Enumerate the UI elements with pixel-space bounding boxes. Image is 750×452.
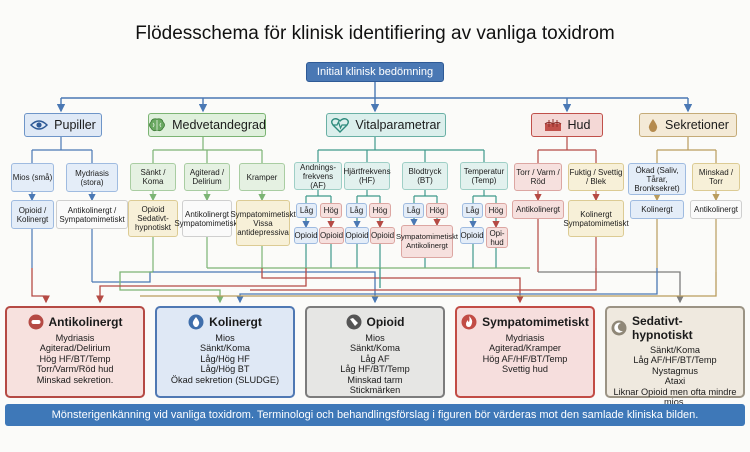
toxidrome-line: Hög AF/HF/BT/Temp [482, 353, 568, 364]
skin-icon [544, 118, 562, 132]
node-minskad-torr: Minskad / Torr [692, 163, 740, 191]
bt-lag: Låg [403, 203, 424, 218]
node-andningsfrekvens: Andnings-frekvens (AF) [294, 162, 342, 190]
result-bt: Sympatomimetiskt Antikolinergt [396, 225, 458, 258]
pill-icon [28, 314, 44, 330]
heart-pulse-icon [331, 117, 350, 133]
result-torr: Antikolinergt [512, 200, 564, 219]
node-blodtryck: Blodtryck (BT) [402, 162, 448, 190]
category-hud: Hud [531, 113, 603, 137]
toxidrome-line: Ataxi [664, 376, 686, 387]
category-medvetandegrad: Medvetandegrad [148, 113, 266, 137]
result-fuktig: Kolinergt Sympatomimetiskt [563, 200, 629, 237]
toxidrome-title: Opioid [366, 315, 405, 329]
category-label: Vitalparametrar [355, 118, 441, 132]
toxidrome-line: Minskad sekretion. [36, 374, 114, 385]
toxidrome-title: Sympatomimetiskt [482, 315, 589, 329]
toxidrome-line: Torr/Varm/Röd hud [36, 364, 114, 375]
result-af-hog: Opioid [319, 227, 344, 244]
droplet-icon [188, 314, 204, 330]
result-af-lag: Opioid [294, 227, 318, 244]
node-temperatur: Temperatur (Temp) [460, 162, 508, 190]
temp-lag: Låg [462, 203, 483, 218]
result-kramper: Sympatomimetiskt Vissa antidepressiva [230, 200, 296, 246]
result-hf-hog: Opioid [370, 227, 395, 244]
toxidrome-line: Sänkt/Koma [349, 343, 401, 354]
category-label: Medvetandegrad [172, 118, 266, 132]
pill-icon [346, 314, 362, 330]
category-label: Pupiller [54, 118, 96, 132]
toxidrome-line: Låg/Hög BT [200, 364, 250, 375]
node-mios: Mios (små) [11, 163, 54, 192]
toxidrome-line: Mios [215, 333, 235, 343]
footer-note: Mönsterigenkänning vid vanliga toxidrom.… [5, 404, 745, 426]
result-mios: Opioid / Kolinergt [11, 200, 54, 229]
result-temp-hog: Opi-hud [486, 227, 508, 248]
result-agiterad: Antikolinergt Sympatomimetiskt [174, 200, 240, 237]
toxidrome-line: Minskad tarm [347, 374, 403, 385]
hf-lag: Låg [346, 203, 367, 218]
toxidrome-sedativt-hypnotiskt: Sedativt-hypnotiskt Sänkt/Koma Låg AF/HF… [605, 306, 745, 407]
hf-hog: Hög [369, 203, 391, 218]
droplet-icon [647, 118, 659, 133]
toxidrome-opioid: Opioid Mios Sänkt/Koma Låg AF Låg HF/BT/… [305, 306, 445, 398]
category-label: Hud [567, 118, 591, 132]
result-minskad: Antikolinergt [690, 200, 742, 219]
toxidrome-line: Hög HF/BT/Temp [39, 353, 111, 364]
root-node: Initial klinisk bedömning [306, 62, 444, 82]
bt-hog: Hög [426, 203, 448, 218]
result-okad: Kolinergt [630, 200, 684, 219]
toxidrome-line: Sänkt/Koma [199, 343, 251, 354]
temp-hog: Hög [485, 203, 507, 218]
toxidrome-title: Kolinergt [209, 315, 262, 329]
af-hog: Hög [320, 203, 342, 218]
toxidrome-title: Sedativt-hypnotiskt [632, 314, 693, 342]
toxidrome-line: Låg AF/HF/BT/Temp [633, 355, 717, 366]
node-torr-varm-rod: Torr / Varm / Röd [514, 163, 562, 191]
flame-icon [461, 314, 477, 330]
toxidrome-line: Agiterad/Delirium [39, 343, 111, 354]
toxidrome-line: Mydriasis [505, 333, 545, 343]
node-agiterad: Agiterad / Delirium [184, 163, 230, 191]
result-temp-lag: Opioid [460, 227, 484, 244]
af-lag: Låg [296, 203, 317, 218]
node-fuktig-svettig-blek: Fuktig / Svettig / Blek [568, 163, 624, 191]
result-mydriasis: Antikolinergt / Sympatomimetiskt [56, 200, 128, 229]
toxidrome-line: Låg HF/BT/Temp [340, 364, 410, 375]
category-vitalparametrar: Vitalparametrar [326, 113, 446, 137]
node-okad: Ökad (Saliv, Tårar, Bronksekret) [628, 163, 686, 195]
toxidrome-line: Låg AF [360, 353, 390, 364]
toxidrome-line: Nystagmus [652, 365, 698, 376]
toxidrome-kolinergt: Kolinergt Mios Sänkt/Koma Låg/Hög HF Låg… [155, 306, 295, 398]
toxidrome-line: Ökad sekretion (SLUDGE) [170, 374, 280, 385]
toxidrome-line: Agiterad/Kramper [488, 343, 561, 354]
node-hjartfrekvens: Hjärtfrekvens (HF) [343, 162, 391, 190]
toxidrome-line: Mios [365, 333, 385, 343]
toxidrome-line: Liknar Opioid men ofta mindre mios. [613, 386, 737, 408]
toxidrome-line: Svettig hud [502, 364, 548, 375]
toxidrome-line: Låg/Hög HF [200, 353, 250, 364]
category-pupiller: Pupiller [24, 113, 102, 137]
brain-icon [148, 118, 166, 132]
page-title: Flödesschema för klinisk identifiering a… [135, 23, 615, 44]
category-sekretioner: Sekretioner [639, 113, 737, 137]
toxidrome-line: Stickmärken [349, 385, 401, 396]
node-mydriasis: Mydriasis (stora) [66, 163, 118, 192]
toxidrome-line: Mydriasis [55, 333, 95, 343]
node-kramper: Kramper [239, 163, 285, 191]
toxidrome-title: Antikolinergt [48, 315, 123, 329]
eye-icon [30, 119, 49, 131]
toxidrome-antikolinergt: Antikolinergt Mydriasis Agiterad/Deliriu… [5, 306, 145, 398]
moon-icon [611, 320, 627, 336]
result-hf-lag: Opioid [345, 227, 369, 244]
category-label: Sekretioner [665, 118, 729, 132]
toxidrome-line: Sänkt/Koma [649, 345, 701, 355]
node-sankt-koma: Sänkt / Koma [130, 163, 176, 191]
toxidrome-sympatomimetiskt: Sympatomimetiskt Mydriasis Agiterad/Kram… [455, 306, 595, 398]
result-sankt-koma: Opioid Sedativt-hypnotiskt [128, 200, 178, 237]
